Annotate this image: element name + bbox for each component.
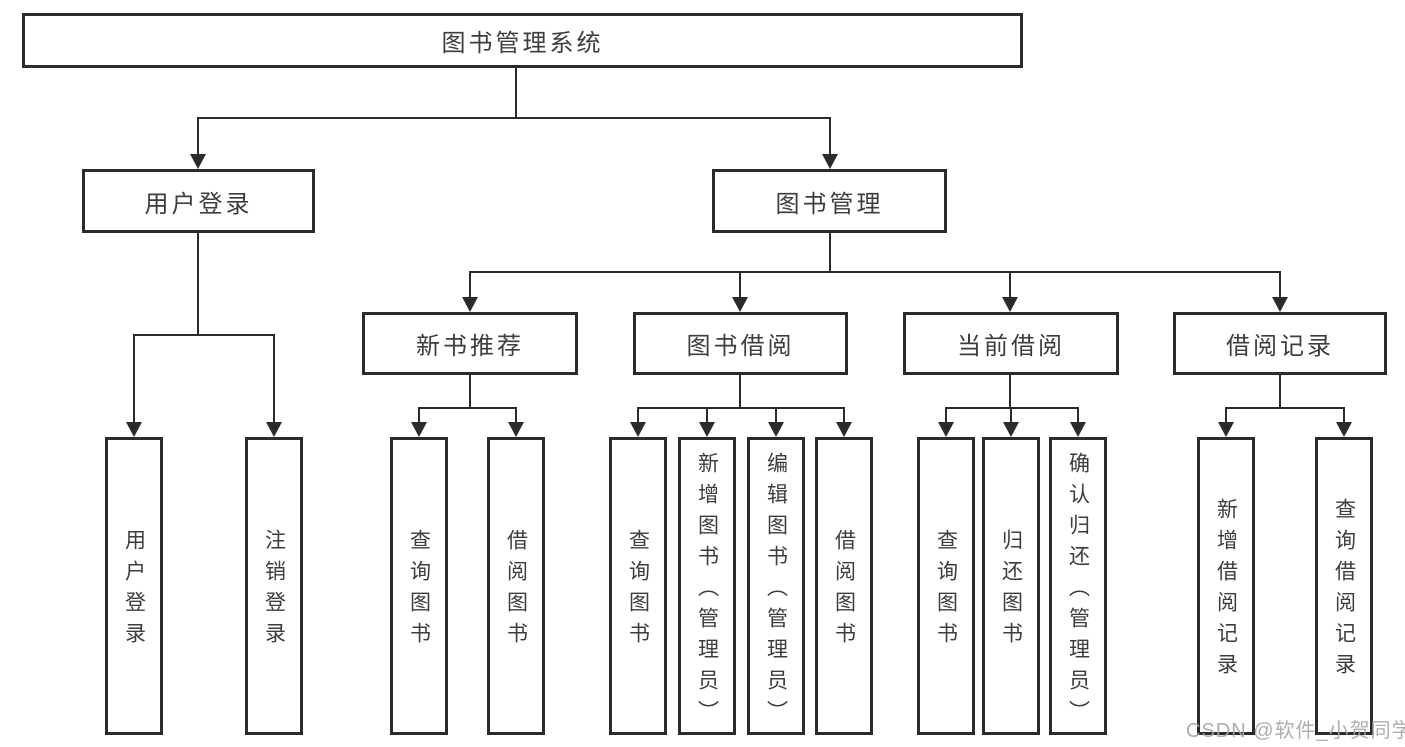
connector-arrow [1003, 422, 1019, 437]
connector-line [637, 407, 845, 409]
leaf-query-borrow-record: 查询借阅记录 [1315, 437, 1373, 735]
connector-line [706, 408, 708, 424]
node-label: 新书推荐 [416, 333, 524, 360]
connector-arrow [732, 297, 748, 312]
connector-line [515, 408, 517, 424]
connector-line [1343, 408, 1345, 424]
connector-line [1009, 375, 1011, 409]
connector-arrow [699, 422, 715, 437]
connector-line [197, 118, 199, 155]
connector-line [515, 68, 517, 118]
connector-line [829, 233, 831, 273]
leaf-label: 查询图书 [934, 529, 958, 653]
leaf-query-books: 查询图书 [390, 437, 448, 735]
leaf-label: 确认归还（管理员） [1066, 451, 1090, 731]
connector-line [1009, 272, 1011, 298]
leaf-label: 归还图书 [999, 529, 1023, 653]
connector-line [418, 407, 517, 409]
node-current-borrowing: 当前借阅 [903, 312, 1119, 375]
connector-line [1225, 407, 1345, 409]
node-library-system: 图书管理系统 [22, 13, 1023, 68]
connector-arrow [508, 422, 524, 437]
leaf-return-book: 归还图书 [982, 437, 1040, 735]
connector-line [469, 271, 1281, 273]
node-new-book-recommend: 新书推荐 [362, 312, 578, 375]
leaf-label: 编辑图书（管理员） [764, 451, 788, 731]
leaf-confirm-return-admin: 确认归还（管理员） [1049, 437, 1107, 735]
connector-arrow [411, 422, 427, 437]
connector-line [469, 272, 471, 298]
node-label: 图书管理 [775, 190, 884, 218]
leaf-label: 查询图书 [407, 529, 431, 653]
connector-arrow [938, 422, 954, 437]
node-book-management: 图书管理 [712, 169, 947, 233]
connector-line [829, 118, 831, 155]
leaf-borrow-books: 借阅图书 [815, 437, 873, 735]
leaf-label: 查询图书 [626, 529, 650, 653]
connector-arrow [266, 422, 282, 437]
leaf-add-book-admin: 新增图书（管理员） [678, 437, 736, 735]
connector-arrow [190, 154, 206, 169]
connector-line [197, 117, 831, 119]
node-borrowing-records: 借阅记录 [1173, 312, 1387, 375]
connector-line [133, 335, 135, 423]
connector-line [1279, 375, 1281, 409]
leaf-borrow-books: 借阅图书 [487, 437, 545, 735]
connector-arrow [822, 154, 838, 169]
connector-arrow [1336, 422, 1352, 437]
leaf-edit-book-admin: 编辑图书（管理员） [747, 437, 805, 735]
connector-line [197, 233, 199, 336]
connector-line [1010, 408, 1012, 424]
connector-line [945, 408, 947, 424]
leaf-add-borrow-record: 新增借阅记录 [1197, 437, 1255, 735]
leaf-query-books: 查询图书 [917, 437, 975, 735]
leaf-query-books: 查询图书 [609, 437, 667, 735]
connector-line [1225, 408, 1227, 424]
connector-line [1279, 272, 1281, 298]
connector-line [775, 408, 777, 424]
connector-line [739, 375, 741, 409]
connector-arrow [1218, 422, 1234, 437]
leaf-label: 新增借阅记录 [1214, 498, 1238, 684]
connector-line [843, 408, 845, 424]
connector-arrow [462, 297, 478, 312]
leaf-label: 借阅图书 [504, 529, 528, 653]
connector-line [273, 335, 275, 423]
leaf-label: 借阅图书 [832, 529, 856, 653]
connector-arrow [1002, 297, 1018, 312]
connector-line [945, 407, 1079, 409]
connector-arrow [1070, 422, 1086, 437]
node-label: 借阅记录 [1226, 333, 1334, 360]
connector-line [469, 375, 471, 409]
node-label: 图书借阅 [686, 333, 795, 360]
connector-arrow [630, 422, 646, 437]
node-book-borrowing: 图书借阅 [633, 312, 848, 375]
connector-arrow [126, 422, 142, 437]
connector-line [637, 408, 639, 424]
leaf-label: 用户登录 [122, 529, 146, 653]
connector-arrow [836, 422, 852, 437]
leaf-label: 注销登录 [262, 529, 286, 653]
node-label: 图书管理系统 [441, 30, 604, 57]
connector-line [1077, 408, 1079, 424]
connector-line [133, 334, 275, 336]
leaf-label: 查询借阅记录 [1332, 498, 1356, 684]
connector-line [739, 272, 741, 298]
watermark: CSDN @软件_小贺同学 [1186, 720, 1405, 742]
leaf-label: 新增图书（管理员） [695, 451, 719, 731]
connector-line [418, 408, 420, 424]
connector-arrow [1272, 297, 1288, 312]
connector-arrow [768, 422, 784, 437]
leaf-user-login: 用户登录 [105, 437, 163, 735]
leaf-logout: 注销登录 [245, 437, 303, 735]
node-label: 用户登录 [144, 190, 253, 218]
node-label: 当前借阅 [957, 333, 1065, 360]
node-user-login: 用户登录 [82, 169, 315, 233]
